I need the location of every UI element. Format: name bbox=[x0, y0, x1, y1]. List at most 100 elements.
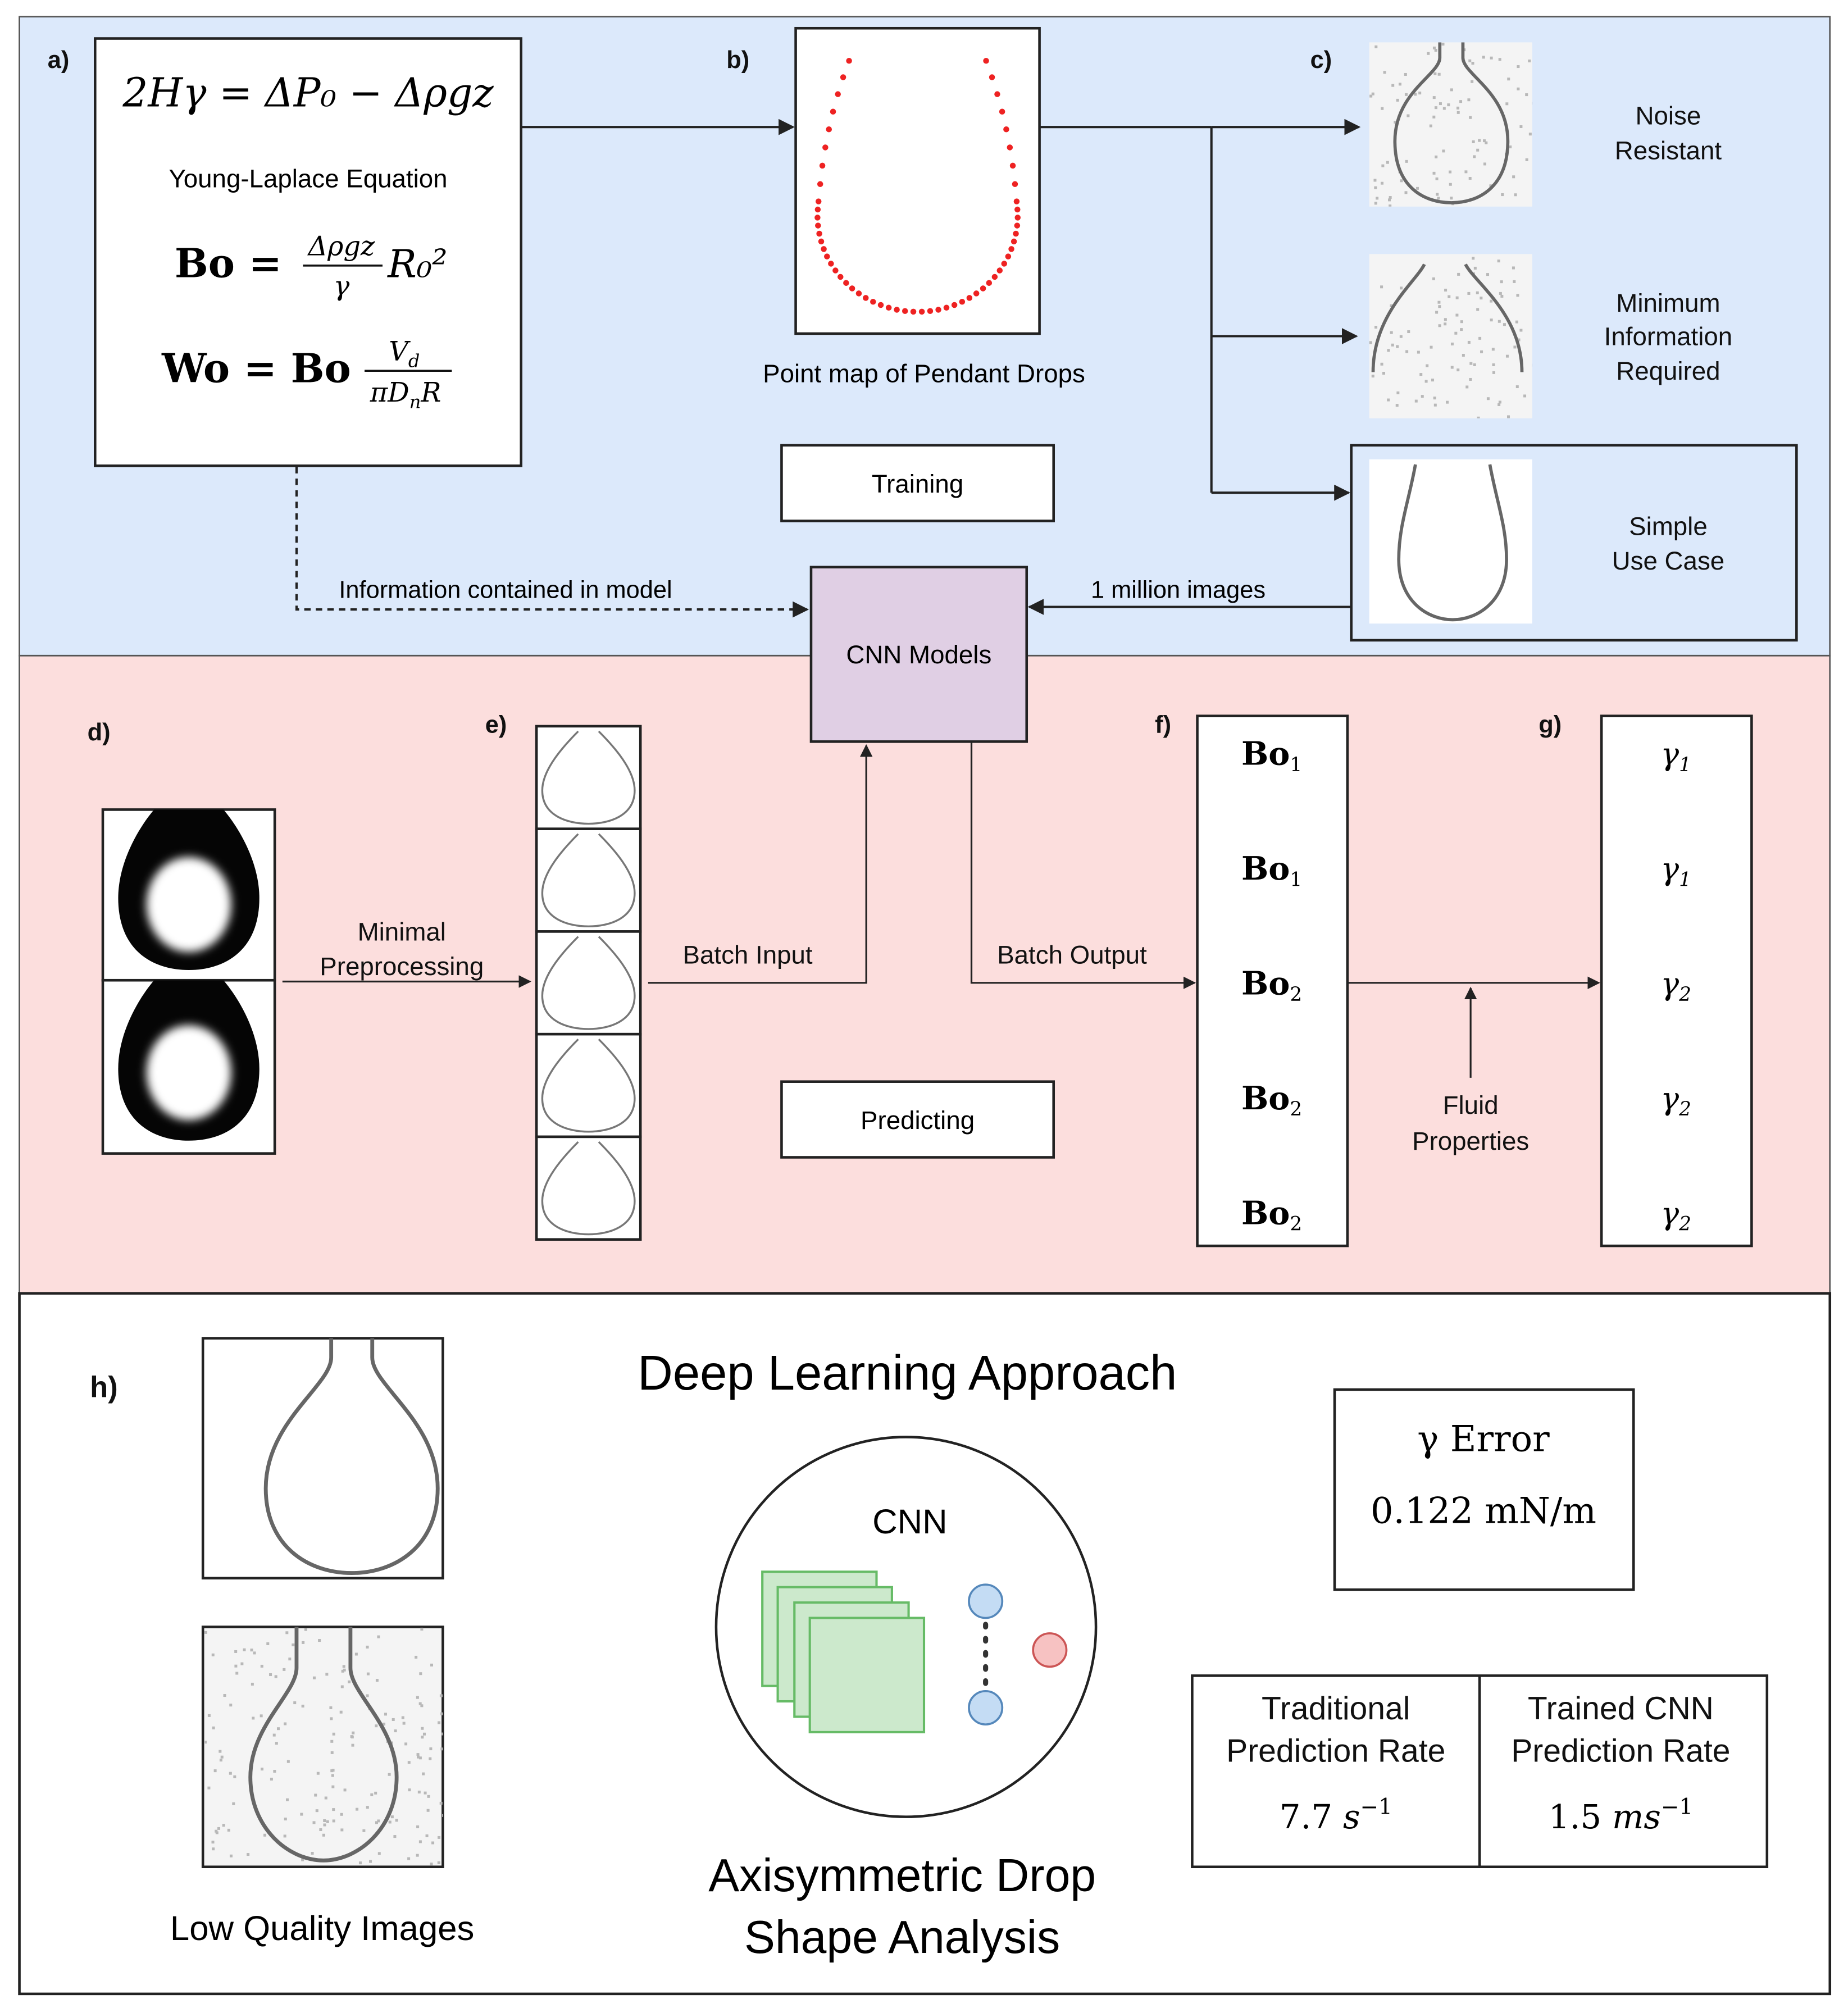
cnn-models-box bbox=[809, 566, 1028, 743]
noise-resistant-label: Resistant bbox=[1615, 136, 1722, 165]
noise-speckle bbox=[377, 1635, 380, 1638]
noise-speckle bbox=[394, 1729, 397, 1733]
noise-resistant-image bbox=[1369, 42, 1532, 207]
noise-speckle bbox=[421, 1727, 424, 1730]
point-map-dot bbox=[910, 308, 917, 315]
noise-speckle bbox=[1477, 416, 1480, 418]
surface-tension-value: γ2 bbox=[1660, 1081, 1691, 1121]
noise-speckle bbox=[1394, 120, 1397, 124]
noise-speckle bbox=[1418, 92, 1422, 95]
point-map-dot bbox=[832, 267, 839, 274]
low-quality-image bbox=[201, 1337, 444, 1580]
noise-speckle bbox=[253, 1651, 256, 1655]
noise-speckle bbox=[342, 1665, 345, 1668]
noise-speckle bbox=[229, 1772, 232, 1775]
noise-speckle bbox=[419, 1672, 422, 1675]
noise-speckle bbox=[235, 1672, 239, 1675]
noise-speckle bbox=[1513, 280, 1516, 283]
noise-speckle bbox=[1525, 158, 1528, 161]
noise-speckle bbox=[272, 1733, 276, 1737]
svg-text:Δρgz: Δρgz bbox=[307, 231, 375, 262]
noise-speckle bbox=[330, 1769, 334, 1773]
noise-speckle bbox=[212, 1847, 215, 1851]
noise-speckle bbox=[286, 1760, 290, 1763]
noise-speckle bbox=[1380, 181, 1384, 185]
noise-speckle bbox=[354, 1652, 358, 1656]
noise-speckle bbox=[329, 1706, 333, 1709]
noise-speckle bbox=[416, 1825, 420, 1828]
noise-speckle bbox=[340, 1828, 344, 1832]
noise-speckle bbox=[1448, 295, 1451, 298]
noise-speckle bbox=[1497, 403, 1501, 406]
noise-speckle bbox=[1492, 363, 1495, 366]
noise-speckle bbox=[430, 1663, 434, 1666]
noise-speckle bbox=[1498, 400, 1501, 404]
noise-speckle bbox=[312, 1676, 316, 1679]
noise-speckle bbox=[395, 1819, 398, 1822]
noise-speckle bbox=[330, 1740, 334, 1743]
point-map-dot bbox=[824, 253, 830, 259]
noise-speckle bbox=[234, 1664, 238, 1668]
noise-speckle bbox=[222, 1824, 225, 1827]
noise-speckle bbox=[1468, 177, 1472, 180]
simple-drop-outline bbox=[1397, 464, 1508, 622]
noise-speckle bbox=[375, 1821, 379, 1824]
noise-speckle bbox=[263, 1833, 267, 1837]
noise-speckle bbox=[1456, 368, 1460, 372]
noise-speckle bbox=[1490, 318, 1493, 322]
noise-speckle bbox=[1434, 106, 1437, 110]
noise-speckle bbox=[1435, 155, 1438, 158]
noise-speckle bbox=[1414, 93, 1417, 96]
noise-speckle bbox=[1371, 375, 1374, 378]
noise-speckle bbox=[1517, 338, 1521, 342]
noise-speckle bbox=[229, 1854, 233, 1857]
noise-speckle bbox=[425, 1834, 429, 1837]
batch-image-frame bbox=[535, 1135, 642, 1241]
noise-speckle bbox=[343, 1668, 346, 1672]
noise-speckle bbox=[1374, 202, 1377, 205]
noise-speckle bbox=[1460, 328, 1463, 331]
training-label: Training bbox=[872, 470, 963, 498]
noise-speckle bbox=[1471, 62, 1474, 65]
noise-speckle bbox=[1478, 139, 1481, 142]
noise-speckle bbox=[285, 1631, 289, 1634]
noise-speckle bbox=[284, 1722, 287, 1725]
point-map-dot bbox=[837, 274, 844, 280]
point-map-caption: Point map of Pendant Drops bbox=[763, 359, 1085, 388]
noise-speckle bbox=[1414, 399, 1418, 403]
young-laplace-equation: 2Hγ = ΔP₀ − Δρgz bbox=[122, 70, 494, 116]
noise-speckle bbox=[1383, 71, 1386, 74]
noise-speckle bbox=[322, 1833, 325, 1837]
noise-speckle bbox=[1472, 257, 1475, 260]
point-map-dots bbox=[814, 58, 1021, 315]
point-map-dot bbox=[999, 108, 1005, 115]
noise-speckle bbox=[1381, 107, 1384, 110]
noise-speckle bbox=[211, 1841, 215, 1844]
noise-speckle bbox=[1454, 331, 1458, 335]
point-map-dot bbox=[1008, 246, 1014, 252]
noise-speckle bbox=[1438, 305, 1441, 308]
noise-speckle bbox=[1435, 311, 1439, 314]
noise-speckle bbox=[418, 1840, 422, 1843]
point-map-dot bbox=[994, 91, 1000, 97]
point-map-dot bbox=[1001, 261, 1008, 267]
noise-speckle bbox=[1441, 43, 1445, 46]
simple-use-case-frame bbox=[1350, 444, 1798, 642]
point-map-dot bbox=[1003, 126, 1009, 133]
noise-speckle bbox=[284, 1818, 287, 1821]
noise-speckle bbox=[277, 1727, 280, 1731]
noise-speckle bbox=[340, 1685, 344, 1688]
noise-speckle bbox=[1476, 308, 1480, 311]
noise-speckle bbox=[285, 1798, 289, 1801]
noise-speckle bbox=[1515, 385, 1519, 389]
noise-speckle bbox=[283, 1834, 286, 1838]
point-map-dot bbox=[846, 58, 852, 64]
noise-speckle bbox=[324, 1796, 327, 1800]
noise-resistant-label: Noise bbox=[1636, 102, 1701, 130]
svg-text:Wo = Bo: Wo = Bo bbox=[161, 345, 351, 392]
noise-speckle bbox=[301, 1858, 304, 1861]
noise-speckle bbox=[1437, 72, 1441, 76]
point-map-dot bbox=[983, 58, 989, 64]
noise-speckle bbox=[1374, 45, 1378, 48]
